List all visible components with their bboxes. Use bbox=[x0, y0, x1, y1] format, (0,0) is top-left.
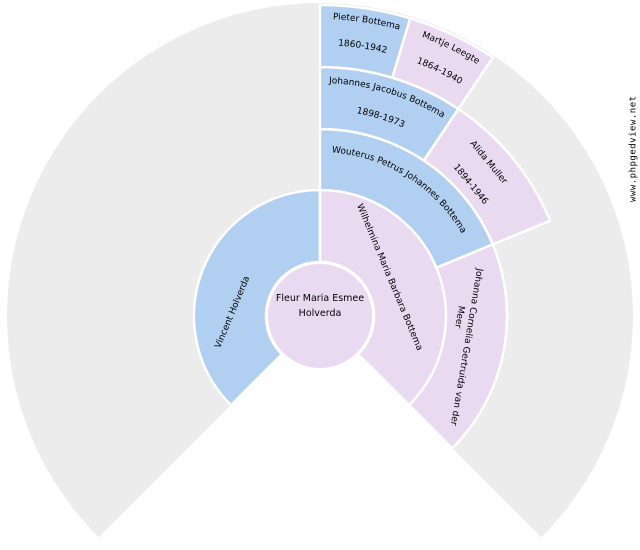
maternal-grandmother-name-line2-label: Meer bbox=[452, 305, 466, 329]
center-person-name-line2: Holverda bbox=[299, 308, 342, 319]
center-person-name-line1: Fleur Maria Esmee bbox=[276, 293, 364, 304]
sector-gg-grandmother[interactable] bbox=[391, 17, 495, 111]
sector-great-grandmother[interactable] bbox=[422, 107, 552, 246]
center-person-circle[interactable] bbox=[265, 261, 375, 371]
watermark: www.phpgedview.net bbox=[629, 95, 639, 202]
sector-maternal-grandmother[interactable] bbox=[407, 243, 509, 450]
